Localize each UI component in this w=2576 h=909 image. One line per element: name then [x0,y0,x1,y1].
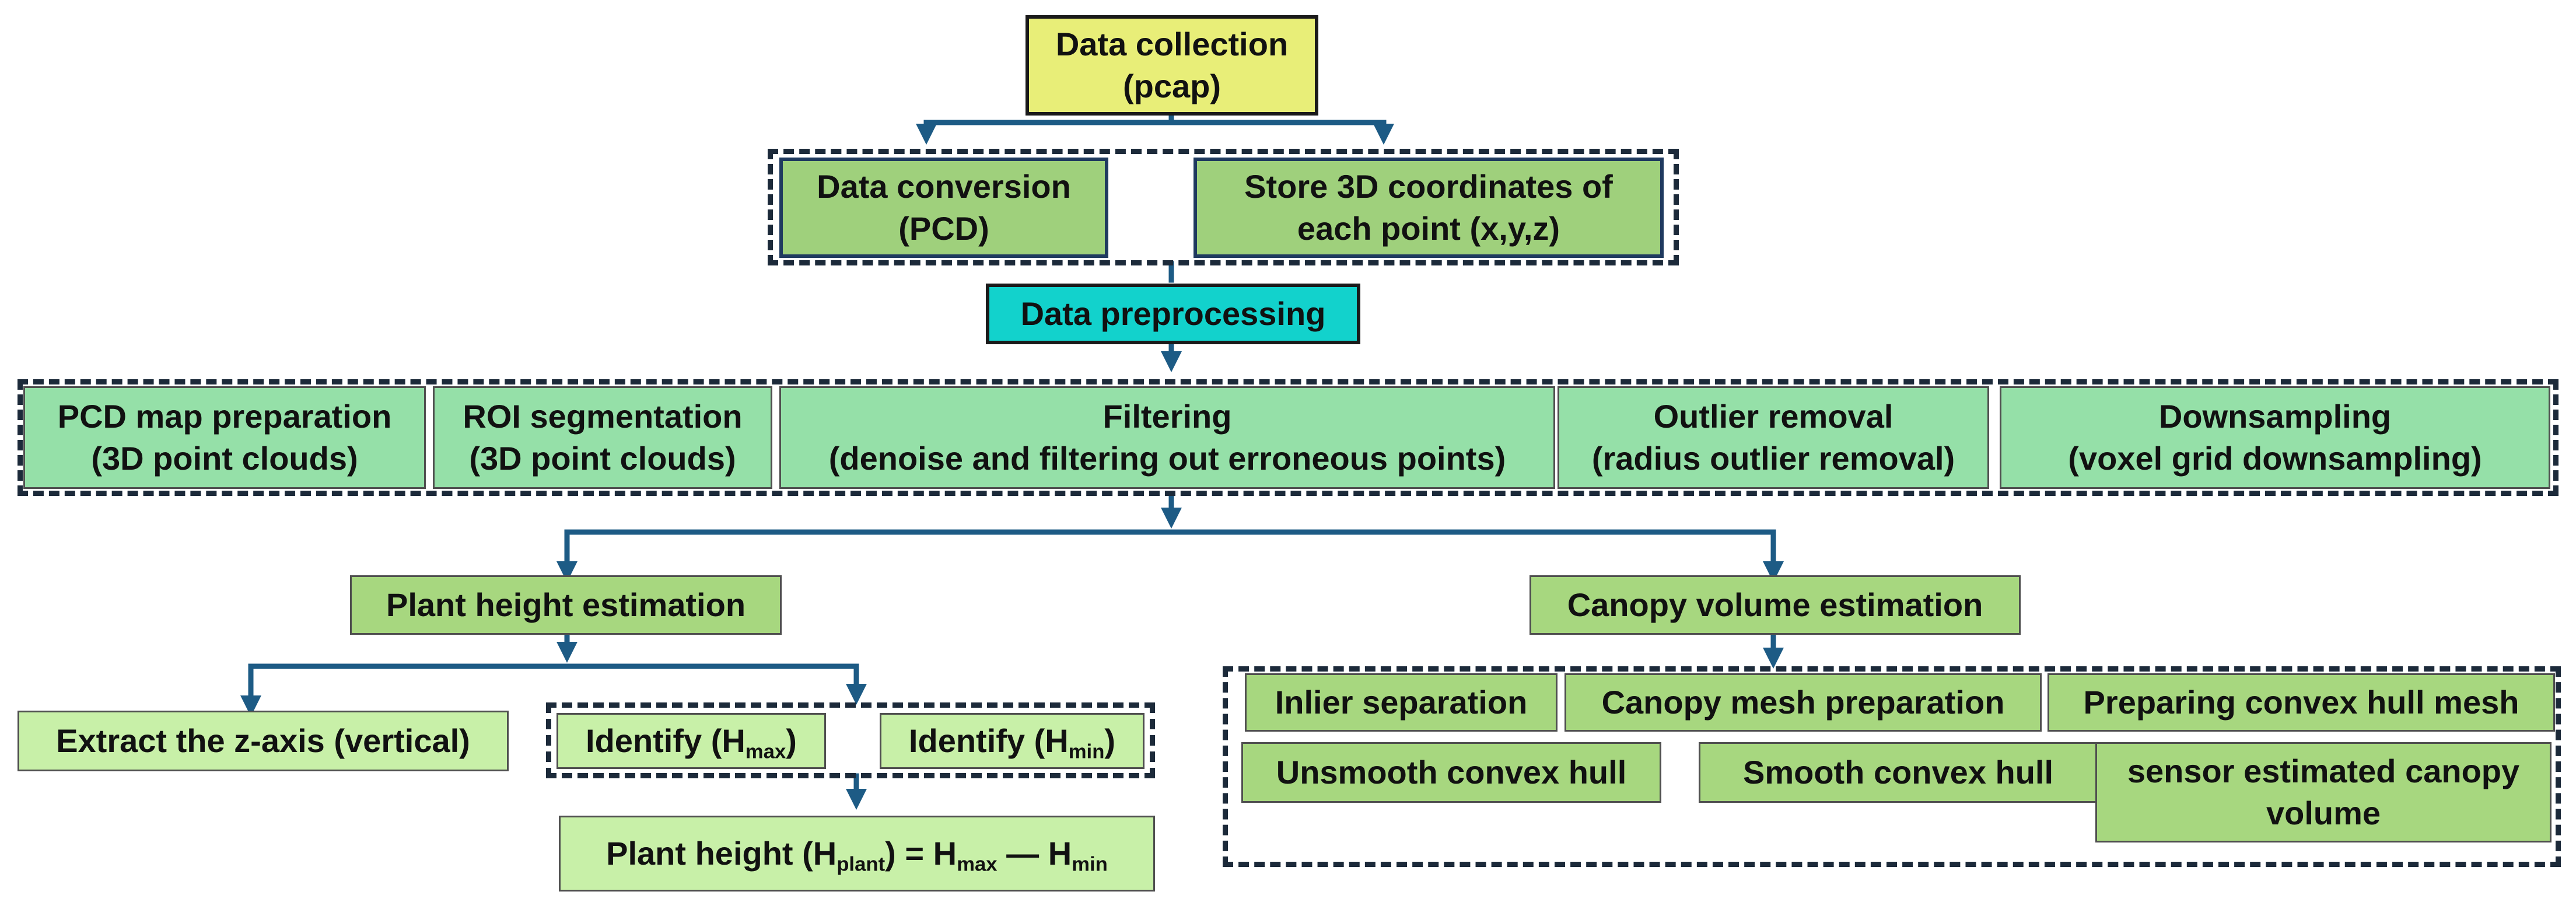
identify-hmin-sub: min [1068,740,1105,763]
filtering-box: Filtering (denoise and filtering out err… [779,386,1555,489]
plant-height-estimation-box: Plant height estimation [350,575,782,635]
unsmooth-hull-label: Unsmooth convex hull [1276,754,1627,791]
group-canopy-steps [1223,666,2561,867]
filtering-line1: Filtering [1102,398,1232,435]
outlier-removal-line1: Outlier removal [1653,398,1894,435]
arrow-to-canopy-volume [1168,529,1784,582]
canopy-mesh-preparation-box: Canopy mesh preparation [1564,673,2042,732]
identify-hmin-prefix: Identify (H [908,722,1069,760]
identify-hmin-label: Identify (Hmin) [909,720,1115,762]
roi-segmentation-line2: (3D point clouds) [469,440,736,477]
downsampling-box: Downsampling (voxel grid downsampling) [2000,386,2550,489]
store-3d-coordinates-box: Store 3D coordinates of each point (x,y,… [1194,158,1664,258]
formula-mid1: ) = H [885,835,957,872]
data-conversion-box: Data conversion (PCD) [779,158,1108,258]
plant-height-formula-box: Plant height (Hplant) = Hmax — Hmin [559,816,1155,891]
data-collection-line2: (pcap) [1123,68,1221,104]
pcd-map-preparation-box: PCD map preparation (3D point clouds) [23,386,426,489]
roi-segmentation-line1: ROI segmentation [463,398,743,435]
unsmooth-convex-hull-box: Unsmooth convex hull [1241,742,1661,803]
plant-height-estimation-label: Plant height estimation [386,586,746,624]
outlier-removal-line2: (radius outlier removal) [1591,440,1955,477]
data-collection-line1: Data collection [1055,26,1289,63]
sensor-volume-line2: volume [2266,795,2381,831]
convex-hull-mesh-label: Preparing convex hull mesh [2083,684,2519,721]
identify-hmax-prefix: Identify (H [586,722,746,760]
group-conversion-store [768,149,1679,265]
downsampling-line2: (voxel grid downsampling) [2068,440,2482,477]
formula-sub-min: min [1072,853,1108,876]
pcd-map-line2: (3D point clouds) [91,440,358,477]
identify-hmax-sub: max [745,740,786,763]
convex-hull-mesh-box: Preparing convex hull mesh [2048,673,2555,732]
roi-segmentation-box: ROI segmentation (3D point clouds) [433,386,772,489]
data-conversion-line2: (PCD) [898,210,989,247]
canopy-volume-estimation-box: Canopy volume estimation [1530,575,2021,635]
arrow-collection-branch [916,113,1174,145]
sensor-volume-line1: sensor estimated canopy [2127,753,2520,790]
canopy-volume-estimation-label: Canopy volume estimation [1567,586,1983,624]
pcd-map-line1: PCD map preparation [57,398,392,435]
inlier-separation-box: Inlier separation [1245,673,1558,732]
group-preprocessing-steps [18,379,2558,496]
data-preprocessing-box: Data preprocessing [986,284,1360,344]
store-3d-line2: each point (x,y,z) [1297,210,1560,247]
formula-mid2: — H [1006,835,1072,872]
inlier-separation-label: Inlier separation [1275,684,1528,721]
formula-sub-plant: plant [836,853,886,876]
identify-hmax-suffix: ) [786,722,797,760]
data-conversion-line1: Data conversion [817,168,1071,205]
store-3d-line1: Store 3D coordinates of [1244,168,1613,205]
group-identify [546,702,1155,778]
extract-z-axis-label: Extract the z-axis (vertical) [56,722,470,760]
outlier-removal-box: Outlier removal (radius outlier removal) [1558,386,1989,489]
smooth-convex-hull-box: Smooth convex hull [1699,742,2098,803]
identify-hmin-box: Identify (Hmin) [880,713,1144,769]
smooth-hull-label: Smooth convex hull [1742,754,2054,791]
filtering-line2: (denoise and filtering out erroneous poi… [828,440,1506,477]
formula-sub-max: max [957,853,998,876]
canopy-mesh-label: Canopy mesh preparation [1601,684,2005,721]
downsampling-line1: Downsampling [2158,398,2392,435]
identify-hmax-label: Identify (Hmax) [586,720,797,762]
arrow-to-plant-height [556,529,1174,582]
formula-prefix: Plant height (H [606,835,837,872]
identify-hmin-suffix: ) [1104,722,1116,760]
extract-z-axis-box: Extract the z-axis (vertical) [18,711,509,771]
arrow-collection-store [1168,120,1394,145]
data-preprocessing-label: Data preprocessing [1020,295,1326,333]
data-collection-box: Data collection (pcap) [1026,15,1318,116]
sensor-estimated-canopy-volume-box: sensor estimated canopy volume [2095,742,2552,842]
plant-height-formula-label: Plant height (Hplant) = Hmax — Hmin [606,833,1108,875]
arrow-to-extract-z [240,663,859,716]
identify-hmax-box: Identify (Hmax) [556,713,826,769]
